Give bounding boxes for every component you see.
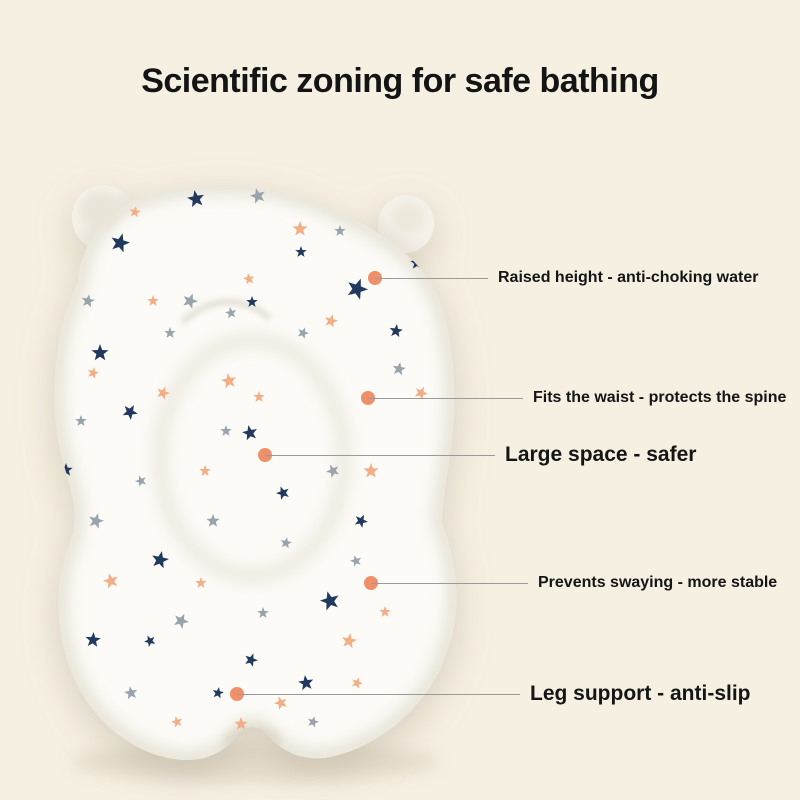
- star-peach: [363, 463, 379, 478]
- star-gray: [298, 327, 309, 339]
- callout-label-5: Leg support - anti-slip: [530, 682, 751, 705]
- star-peach: [253, 391, 265, 402]
- star-peach: [274, 696, 287, 710]
- seat-recess: [154, 334, 350, 582]
- star-navy: [298, 675, 314, 691]
- callout-line-4: [371, 582, 528, 584]
- star-gray: [280, 537, 292, 549]
- callout-line-5: [237, 693, 520, 695]
- star-peach: [103, 573, 118, 589]
- callout-label-1: Raised height - anti-choking water: [498, 269, 759, 286]
- star-gray: [81, 294, 95, 308]
- star-navy: [91, 344, 109, 361]
- pillow-body: [54, 184, 457, 761]
- star-peach: [87, 367, 99, 379]
- star-peach: [157, 386, 170, 400]
- star-navy: [59, 463, 73, 476]
- star-gray: [350, 555, 362, 567]
- star-gray: [135, 475, 146, 487]
- star-navy: [295, 246, 307, 257]
- callout-label-3: Large space - safer: [505, 443, 697, 466]
- page-title: Scientific zoning for safe bathing: [141, 62, 659, 100]
- star-pattern: [59, 188, 428, 730]
- star-peach: [199, 465, 211, 476]
- star-gray: [225, 307, 237, 319]
- star-gray: [164, 327, 176, 338]
- callout-line-2: [368, 397, 523, 399]
- star-navy: [122, 405, 138, 420]
- headrest-crease: [180, 298, 272, 325]
- star-gray: [206, 514, 220, 527]
- callout-label-2: Fits the waist - protects the spine: [533, 389, 787, 406]
- star-peach: [292, 221, 308, 236]
- star-peach: [341, 633, 357, 649]
- star-navy: [276, 486, 289, 500]
- star-navy: [242, 425, 257, 441]
- star-navy: [111, 233, 130, 253]
- star-navy: [245, 653, 258, 667]
- star-peach: [234, 717, 248, 730]
- star-gray: [89, 513, 104, 529]
- ear-right-shading: [392, 203, 424, 233]
- star-navy: [85, 632, 101, 647]
- star-peach: [414, 386, 428, 400]
- star-peach: [379, 606, 391, 617]
- star-gray: [334, 225, 346, 236]
- star-navy: [187, 190, 204, 208]
- star-gray: [75, 415, 87, 426]
- star-peach: [195, 577, 207, 588]
- star-peach: [129, 206, 141, 218]
- star-peach: [352, 677, 363, 689]
- star-gray: [326, 464, 340, 478]
- star-navy: [212, 687, 224, 699]
- star-gray: [257, 607, 269, 618]
- star-navy: [389, 324, 403, 338]
- star-peach: [325, 314, 338, 328]
- callout-label-4: Prevents swaying - more stable: [538, 574, 778, 591]
- star-navy: [354, 514, 368, 528]
- star-navy: [152, 551, 169, 569]
- ear-left-shading: [80, 192, 120, 228]
- star-peach: [243, 273, 255, 285]
- star-navy: [144, 635, 156, 647]
- star-peach: [221, 373, 237, 389]
- star-navy: [246, 296, 258, 307]
- star-navy: [347, 278, 368, 300]
- callout-line-1: [375, 277, 488, 279]
- star-gray: [307, 716, 319, 728]
- star-navy: [320, 591, 339, 611]
- star-gray: [220, 425, 232, 436]
- star-gray: [174, 613, 189, 629]
- star-gray: [124, 686, 138, 700]
- star-peach: [147, 295, 159, 306]
- star-gray: [392, 362, 406, 376]
- star-gray: [183, 293, 198, 309]
- star-peach: [171, 716, 183, 728]
- callout-line-3: [265, 454, 495, 456]
- star-gray: [250, 188, 265, 204]
